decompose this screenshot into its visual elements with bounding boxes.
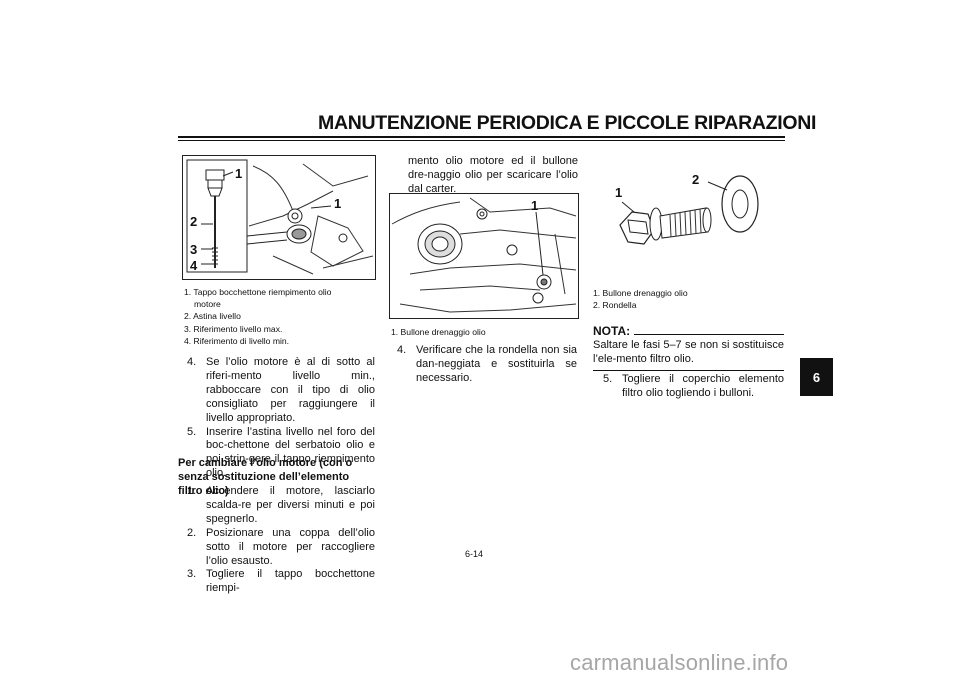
step-4: 4. Verificare che la rondella non sia da… [397, 344, 577, 386]
caption-line: motore [194, 299, 221, 310]
bolt-washer-illustration [619, 175, 759, 245]
engine-illustration [391, 197, 577, 313]
step-number: 4. [187, 356, 197, 368]
step-3: 3. Togliere il tappo bocchettone riempi- [187, 568, 375, 596]
nota-rule [634, 334, 784, 335]
section-heading: Per cambiare l’olio motore (con o senza … [178, 457, 353, 497]
caption-line: 1. Bullone drenaggio olio [593, 288, 688, 298]
nota-rule-bottom [593, 369, 784, 371]
step-number: 5. [603, 373, 613, 385]
caption-line: 4. Riferimento di livello min. [184, 335, 290, 346]
figure-dipstick: 1 2 3 4 1 [182, 155, 376, 280]
step-text: Inserire l’astina livello nel foro del b… [206, 425, 375, 480]
caption-line: 2. Rondella [593, 300, 637, 311]
step-text: Se l’olio motore è al di sotto al riferi… [206, 356, 375, 424]
figure-drain-bolt-engine: 1 [389, 193, 579, 319]
chapter-tab: 6 [800, 358, 833, 396]
header-rule-thin [178, 139, 785, 141]
nota-label: NOTA: [593, 324, 631, 338]
step-text: Togliere il coperchio elemento filtro ol… [622, 373, 784, 399]
callout-2: 2 [692, 172, 700, 187]
column-1: 4. Se l’olio motore è al di sotto al rif… [187, 356, 375, 481]
step-text: Accendere il motore, lasciarlo scalda-re… [206, 485, 375, 525]
step-5: 5. Togliere il coperchio elemento filtro… [603, 373, 784, 401]
step-number: 2. [187, 526, 197, 539]
step-number: 5. [187, 425, 197, 438]
figure-bolt-washer-caption: 1. Bullone drenaggio olio 2. Rondella [593, 287, 688, 311]
nota-block: NOTA: Saltare le fasi 5–7 se non si sost… [593, 324, 784, 371]
callout-1-engine: 1 [334, 196, 342, 211]
dipstick-illustration [186, 159, 374, 275]
column-3-step: 5. Togliere il coperchio elemento filtro… [603, 373, 784, 401]
step-text: Togliere il tappo bocchettone riempi- [206, 568, 375, 595]
watermark: carmanualsonline.info [570, 650, 789, 675]
figure-dipstick-caption: 1. Tappo bocchettone riempimento olio mo… [184, 286, 374, 347]
page-number: 6-14 [465, 549, 484, 559]
figure-bolt-washer: 1 2 [600, 160, 790, 280]
step-number: 3. [187, 568, 197, 581]
step-2: 2. Posizionare una coppa dell’olio sotto… [187, 527, 375, 569]
step-number: 1. [187, 485, 197, 497]
step-4: 4. Se l’olio motore è al di sotto al rif… [187, 356, 375, 426]
step-1: 1. Accendere il motore, lasciarlo scalda… [187, 485, 375, 527]
callout-1: 1 [615, 185, 623, 200]
callout-1: 1 [235, 166, 243, 181]
caption-line: 2. Astina livello [184, 311, 241, 322]
header-rule [178, 136, 785, 138]
callout-1: 1 [531, 198, 539, 213]
callout-4: 4 [190, 258, 198, 273]
figure-drain-bolt-caption: 1. Bullone drenaggio olio [391, 327, 486, 337]
caption-line: 1. Tappo bocchettone riempimento olio [184, 287, 332, 297]
step-5: 5. Inserire l’astina livello nel foro de… [187, 426, 375, 482]
caption-line: 3. Riferimento livello max. [184, 323, 283, 334]
nota-text: Saltare le fasi 5–7 se non si sostituisc… [593, 339, 784, 365]
callout-2: 2 [190, 214, 198, 229]
column-1-steps: 1. Accendere il motore, lasciarlo scalda… [187, 485, 375, 596]
callout-3: 3 [190, 242, 198, 257]
page-title: MANUTENZIONE PERIODICA E PICCOLE RIPARAZ… [318, 112, 817, 134]
step-text: Verificare che la rondella non sia dan-n… [416, 344, 577, 384]
step-text: Posizionare una coppa dell’olio sotto il… [206, 526, 375, 567]
step-number: 4. [397, 344, 407, 356]
column-2-continuation: mento olio motore ed il bullone dre-nagg… [408, 155, 578, 195]
column-2-step: 4. Verificare che la rondella non sia da… [397, 344, 577, 386]
